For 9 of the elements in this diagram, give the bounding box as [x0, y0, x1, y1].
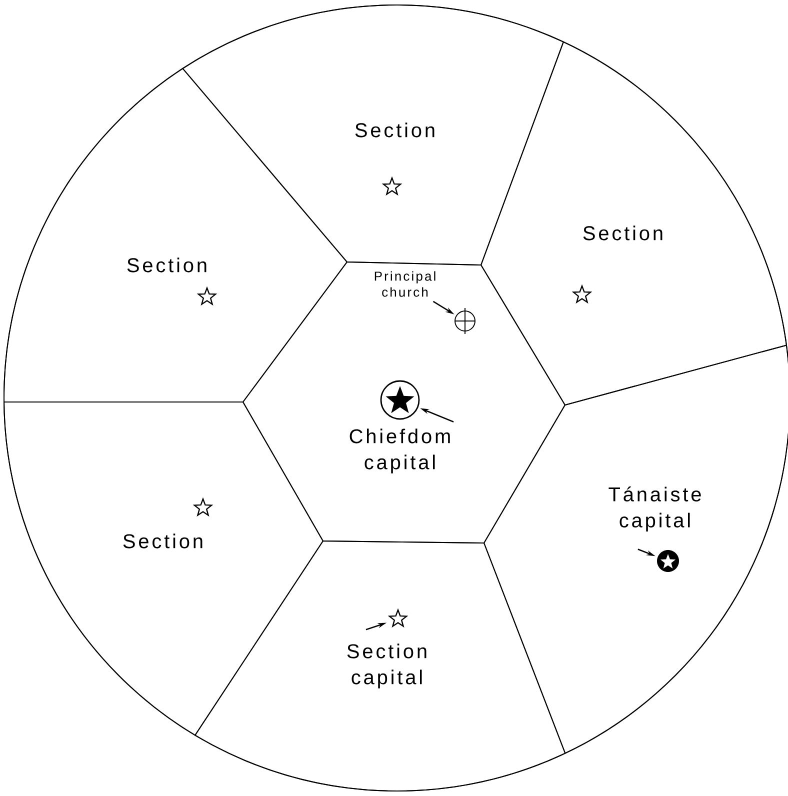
- place-label: Section capital: [347, 644, 426, 688]
- capital-symbol: [657, 550, 679, 572]
- place-label: Principal church: [374, 271, 436, 297]
- section-region: [483, 344, 788, 754]
- church-symbol: [454, 308, 476, 334]
- capital-symbol: [380, 380, 420, 420]
- section-region: Section: [4, 68, 348, 403]
- place-label: Chiefdom capital: [350, 428, 450, 474]
- place-label: Tánaiste capital: [608, 486, 701, 532]
